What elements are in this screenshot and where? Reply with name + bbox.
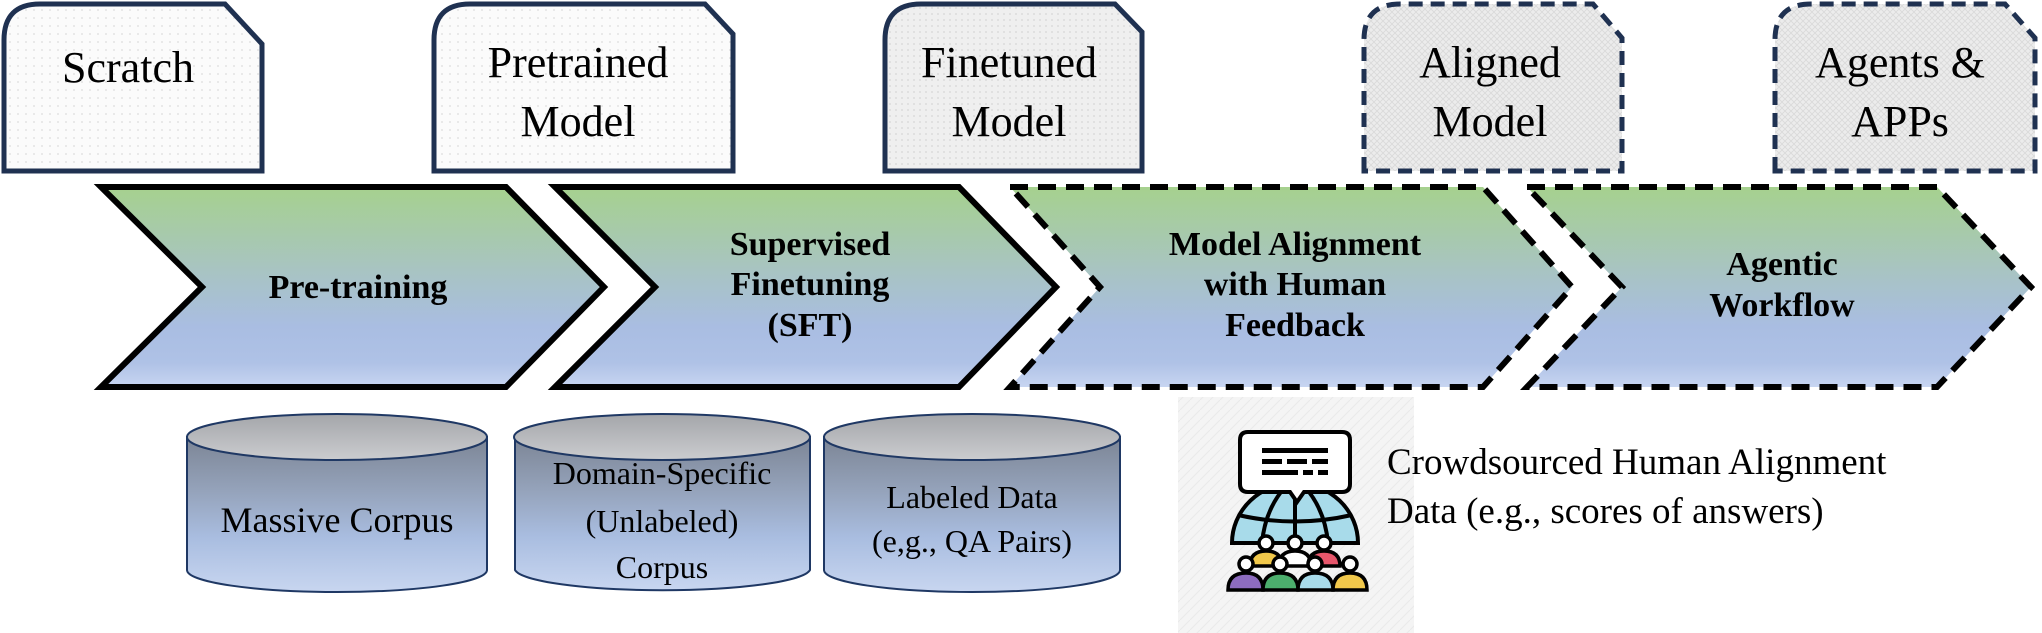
artifact-label-line1: Pretrained [488,38,669,87]
dataset-label-line2: (Unlabeled) [586,503,739,539]
process-label-line1: Model Alignment [1169,226,1422,263]
process-label-line1: Supervised [730,226,891,263]
process-chevron-agentic-workflow: Agentic Workflow [1520,184,2036,390]
process-label-line2: with Human [1204,266,1386,303]
artifact-box-agents-apps: Agents & APPs [1772,1,2038,174]
crowdsource-panel [1178,397,1414,633]
artifact-box-scratch: Scratch [1,1,265,174]
artifact-label-line2: APPs [1851,97,1949,146]
artifact-box-finetuned-model: Finetuned Model [882,1,1145,174]
process-label-line1: Agentic [1726,246,1837,283]
dataset-label-line2: (e,g., QA Pairs) [872,523,1072,559]
artifact-box-aligned-model: Aligned Model [1361,1,1625,174]
process-label: Pre-training [269,269,448,306]
artifact-label-line1: Agents & [1815,38,1985,87]
process-label-line3: Feedback [1225,307,1365,344]
process-chevron-alignment: Model Alignment with Human Feedback [1003,184,1577,390]
dataset-label: Massive Corpus [221,500,454,540]
dataset-cylinder-labeled-data: Labeled Data (e,g., QA Pairs) [823,413,1121,593]
artifact-label: Scratch [62,43,194,92]
process-label-line3: (SFT) [768,307,853,344]
artifact-box-pretrained-model: Pretrained Model [431,1,736,174]
artifact-label-line1: Aligned [1419,38,1561,87]
process-chevron-sft: Supervised Finetuning (SFT) [547,184,1061,390]
person-icon [1331,555,1369,592]
artifact-label-line2: Model [952,97,1067,146]
process-label-line2: Finetuning [731,266,890,303]
dataset-label-line1: Domain-Specific [553,455,772,491]
artifact-label-line2: Model [521,97,636,146]
process-chevron-pretraining: Pre-training [93,184,609,390]
crowd-feedback-globe-icon [1226,430,1369,592]
dataset-label-line1: Labeled Data [886,479,1057,515]
crowdsource-caption-line1: Crowdsourced Human Alignment [1387,442,1887,483]
dataset-label-line3: Corpus [616,549,708,585]
process-label-line2: Workflow [1709,287,1855,324]
dataset-cylinder-massive-corpus: Massive Corpus [186,413,488,593]
artifact-label-line1: Finetuned [921,38,1097,87]
artifact-label-line2: Model [1433,97,1548,146]
dataset-cylinder-domain-specific: Domain-Specific (Unlabeled) Corpus [513,413,811,592]
crowdsource-caption-line2: Data (e.g., scores of answers) [1387,491,1824,532]
